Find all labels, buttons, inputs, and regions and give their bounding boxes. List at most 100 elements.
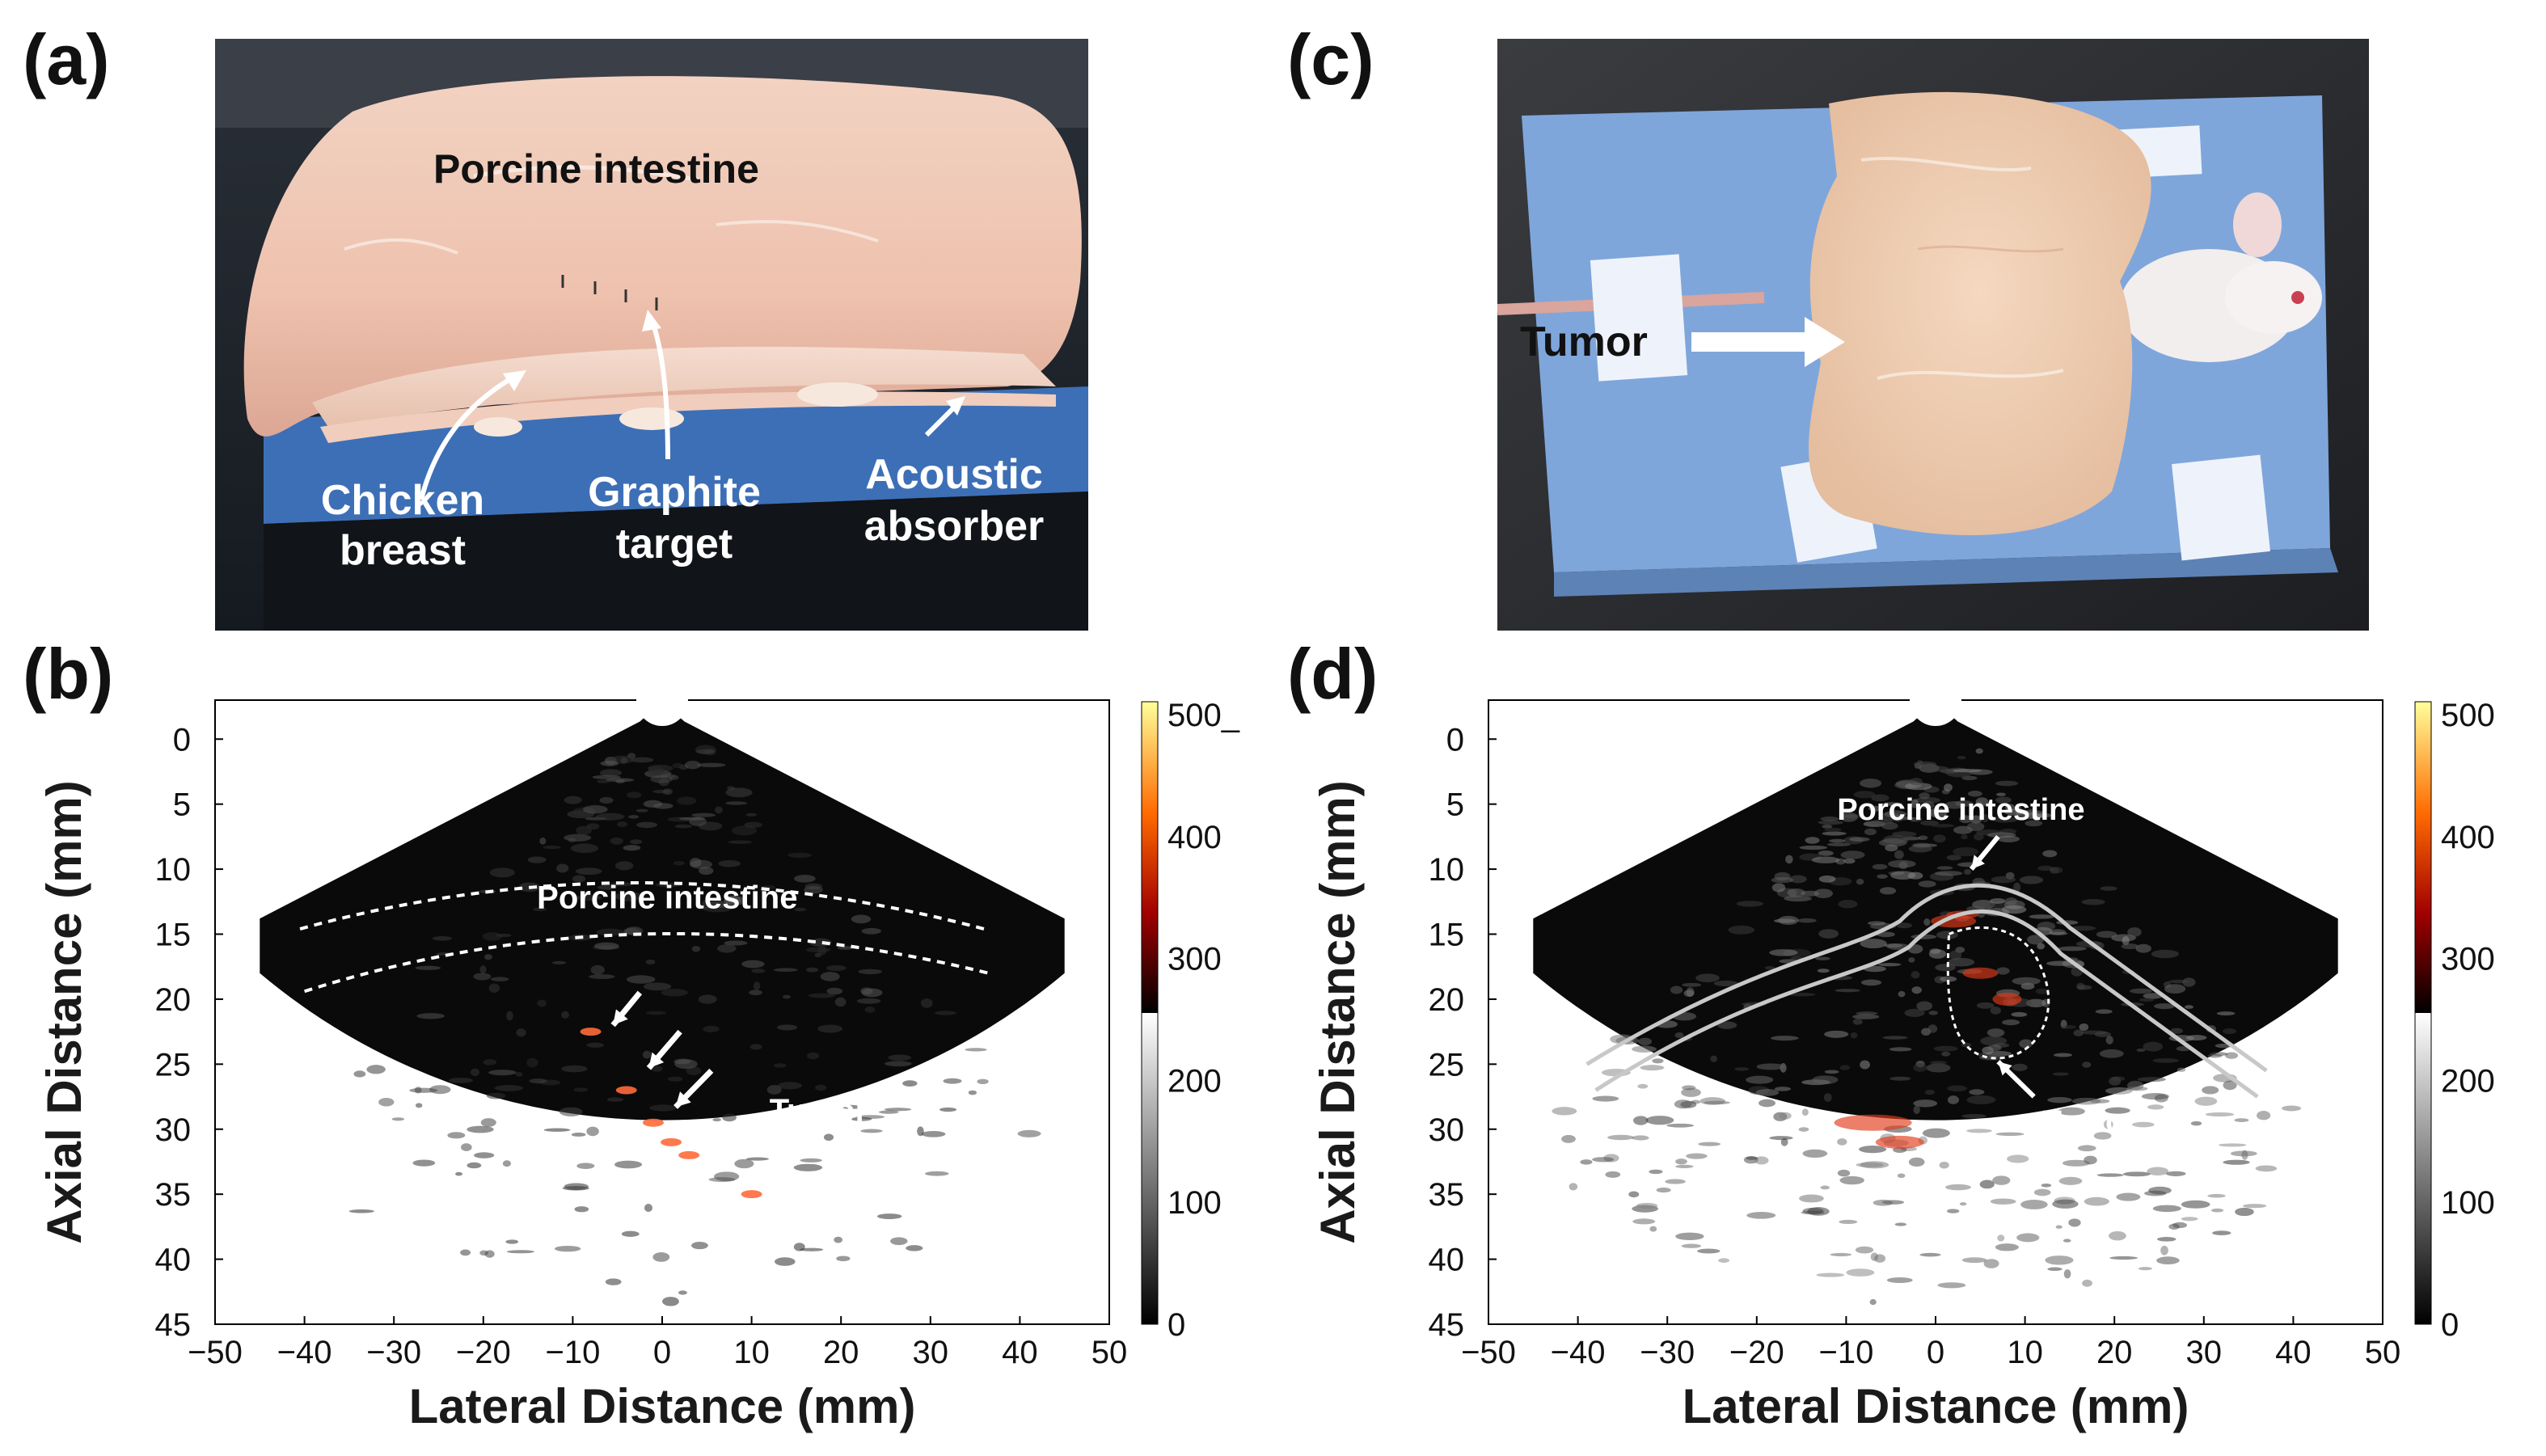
speckle — [1802, 1149, 1828, 1158]
speckle — [645, 959, 656, 965]
speckle — [1682, 1085, 1696, 1091]
speckle — [825, 964, 847, 972]
tumor-outline — [1946, 926, 2050, 1060]
speckle — [1874, 1254, 1886, 1263]
speckle — [1818, 820, 1843, 825]
speckle — [766, 1085, 782, 1095]
speckle — [1850, 1032, 1858, 1039]
y-tick-label: 20 — [1429, 982, 1465, 1018]
speckle — [1695, 973, 1720, 983]
speckle — [491, 977, 509, 981]
speckle — [474, 1152, 495, 1158]
speckle — [2122, 935, 2130, 946]
speckle — [1981, 813, 1989, 823]
speckle — [1799, 1194, 1824, 1203]
speckle — [725, 787, 753, 798]
speckle — [651, 1066, 663, 1072]
speckle — [1822, 831, 1847, 836]
speckle — [2063, 1239, 2071, 1243]
speckle — [878, 1110, 899, 1114]
speckle — [2154, 1002, 2175, 1010]
speckle — [2121, 943, 2139, 950]
speckle — [2103, 1120, 2113, 1129]
speckle — [1991, 817, 2018, 823]
speckle — [1799, 845, 1828, 850]
speckle — [1898, 990, 1906, 998]
speckle — [1746, 1075, 1774, 1084]
speckle — [775, 1257, 796, 1266]
speckle — [1969, 1089, 1985, 1095]
speckle — [1937, 1282, 1966, 1289]
speckle — [467, 1125, 494, 1133]
speckle — [1864, 828, 1877, 836]
speckle — [794, 875, 816, 883]
speckle — [1975, 748, 1983, 754]
speckle — [787, 852, 813, 858]
speckle — [1710, 1055, 1718, 1062]
transducer-notch — [1910, 695, 1961, 726]
x-tick-label: −30 — [1640, 1335, 1695, 1370]
speckle — [2109, 1230, 2126, 1241]
speckle — [2037, 865, 2054, 871]
speckle — [1779, 1112, 1792, 1120]
speckle — [1632, 1135, 1649, 1141]
speckle — [2168, 979, 2189, 984]
speckle — [2177, 1067, 2186, 1072]
speckle — [600, 760, 619, 766]
speckle — [1839, 1219, 1858, 1225]
speckle — [1805, 837, 1820, 844]
speckle — [1947, 1095, 1960, 1104]
speckle — [714, 806, 723, 814]
speckle — [597, 884, 617, 890]
speckle — [794, 907, 807, 912]
speckle — [673, 861, 685, 866]
speckle — [1852, 1014, 1880, 1019]
speckle — [724, 940, 748, 946]
target-arrow-head — [739, 1205, 755, 1219]
speckle — [689, 858, 702, 867]
speckle — [366, 1065, 386, 1074]
x-tick-label: 30 — [2186, 1335, 2223, 1370]
colorbar-tick-label: 500 — [2441, 698, 2495, 733]
speckle — [2027, 935, 2044, 945]
speckle — [1894, 1222, 1907, 1226]
speckle — [605, 1278, 622, 1285]
speckle — [590, 964, 605, 975]
speckle — [526, 1057, 538, 1068]
speckle — [1580, 1159, 1593, 1165]
speckle — [906, 1245, 923, 1251]
speckle — [1869, 819, 1894, 825]
speckle — [1853, 791, 1876, 799]
speckle — [2242, 1204, 2267, 1209]
y-tick-label: 45 — [155, 1307, 192, 1343]
speckle — [1843, 858, 1856, 864]
speckle — [2212, 1230, 2231, 1236]
speckle — [2012, 977, 2041, 985]
speckle — [2156, 1256, 2180, 1264]
speckle — [1632, 1116, 1649, 1125]
speckle — [1816, 1272, 1845, 1277]
speckle — [1922, 1128, 1950, 1138]
speckle — [576, 1163, 595, 1169]
speckle — [2130, 988, 2152, 994]
x-tick-label: 20 — [823, 1335, 859, 1370]
x-tick-label: −10 — [545, 1335, 600, 1370]
speckle — [564, 834, 592, 842]
speckle — [1686, 1153, 1708, 1159]
speckle — [1879, 887, 1897, 895]
speckle — [2168, 1223, 2180, 1230]
speckle — [2061, 1025, 2076, 1029]
speckle — [1936, 866, 1953, 870]
speckle — [1889, 1076, 1911, 1081]
speckle — [479, 965, 487, 974]
speckle — [561, 1065, 588, 1073]
speckle — [815, 1084, 827, 1091]
speckle — [596, 928, 624, 936]
speckle — [564, 796, 582, 804]
speckle — [782, 994, 792, 999]
speckle — [2223, 1028, 2236, 1035]
speckle — [734, 1158, 754, 1169]
speckle — [731, 825, 758, 836]
speckle — [412, 1159, 436, 1167]
speckle — [706, 901, 731, 908]
